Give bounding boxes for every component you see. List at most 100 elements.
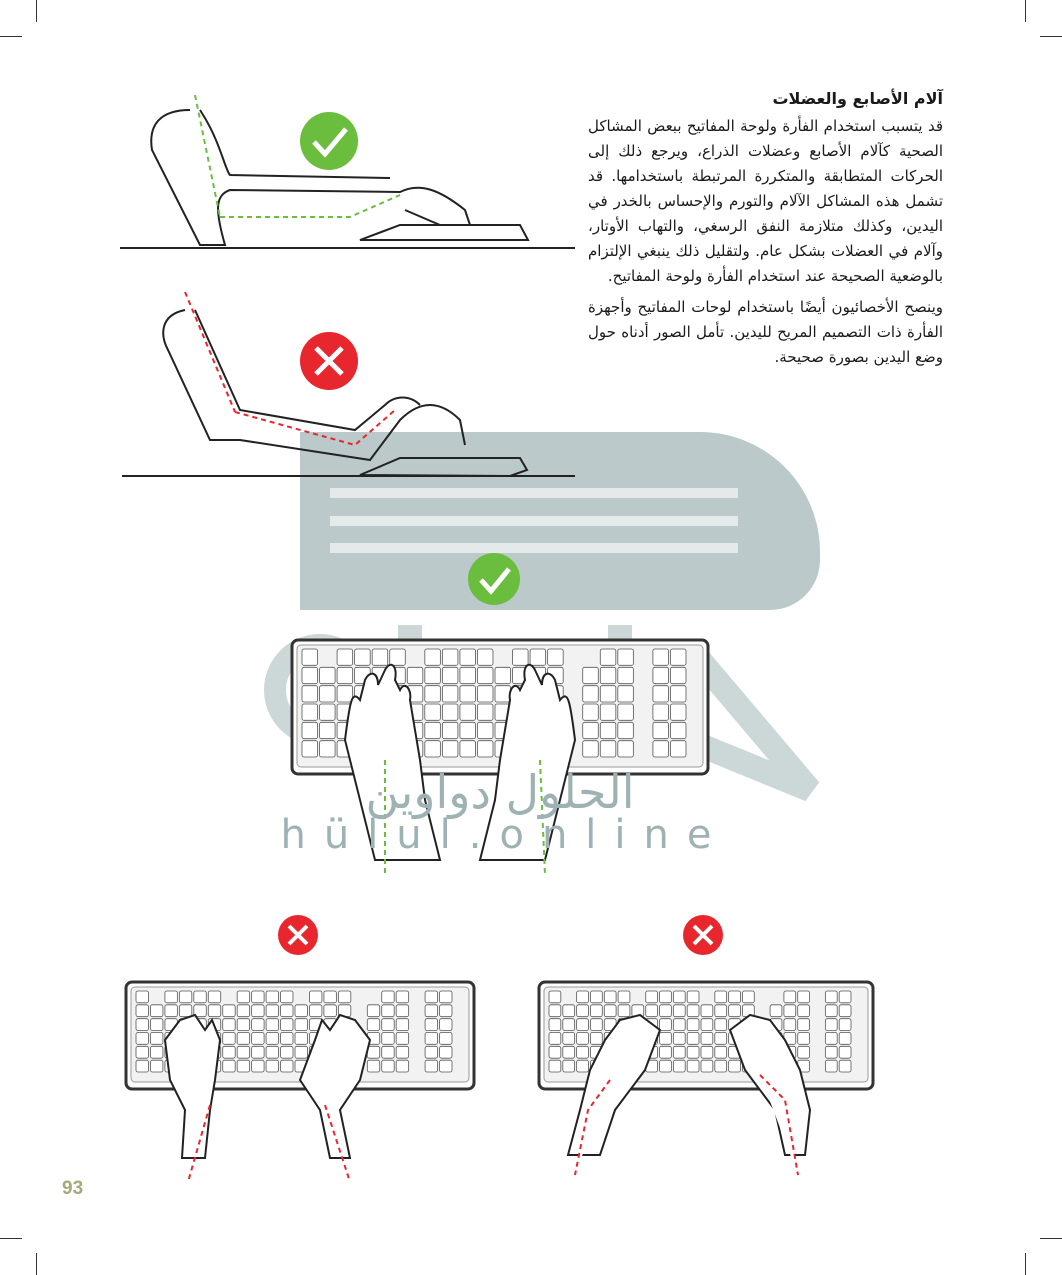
key bbox=[371, 648, 389, 666]
key bbox=[441, 740, 459, 758]
key bbox=[265, 1045, 279, 1059]
key bbox=[337, 990, 352, 1004]
check-icon bbox=[468, 553, 520, 605]
key bbox=[824, 1045, 838, 1059]
key bbox=[395, 1004, 410, 1018]
watermark-arabic: الحلول دواوين bbox=[365, 765, 634, 820]
key bbox=[150, 1032, 164, 1045]
key bbox=[714, 1032, 728, 1045]
key bbox=[193, 1004, 207, 1018]
key bbox=[301, 740, 318, 758]
key bbox=[700, 1004, 714, 1018]
key bbox=[659, 1004, 672, 1018]
key bbox=[459, 740, 476, 758]
crop-mark bbox=[1025, 1253, 1026, 1275]
key bbox=[424, 1059, 438, 1073]
key bbox=[381, 1018, 395, 1031]
key bbox=[236, 1059, 251, 1073]
key bbox=[617, 648, 634, 666]
key bbox=[652, 703, 669, 721]
key bbox=[548, 1018, 562, 1031]
key bbox=[395, 1032, 410, 1045]
key bbox=[424, 1004, 438, 1018]
crop-mark bbox=[1040, 1238, 1062, 1239]
key bbox=[424, 990, 438, 1004]
key bbox=[424, 666, 441, 685]
key bbox=[728, 1004, 741, 1018]
key bbox=[135, 1018, 149, 1031]
key bbox=[838, 1059, 852, 1073]
key bbox=[395, 990, 410, 1004]
key bbox=[477, 740, 494, 758]
key bbox=[659, 1032, 672, 1045]
key bbox=[700, 1045, 714, 1059]
key bbox=[652, 666, 669, 685]
key bbox=[265, 990, 279, 1004]
key bbox=[424, 685, 441, 703]
key bbox=[645, 1004, 658, 1018]
key bbox=[714, 1059, 728, 1073]
key bbox=[797, 1018, 810, 1031]
hands-incorrect-left bbox=[163, 1013, 372, 1183]
key bbox=[576, 1032, 589, 1045]
key bbox=[150, 1059, 164, 1073]
key bbox=[222, 1045, 236, 1059]
key bbox=[309, 1004, 323, 1018]
key bbox=[576, 990, 589, 1004]
key bbox=[562, 1004, 576, 1018]
key bbox=[301, 648, 318, 666]
key bbox=[319, 685, 336, 703]
key bbox=[135, 990, 149, 1004]
key bbox=[477, 666, 494, 685]
key bbox=[599, 666, 617, 685]
key bbox=[280, 1032, 294, 1045]
key bbox=[381, 1045, 395, 1059]
key bbox=[395, 1018, 410, 1031]
key bbox=[236, 1032, 251, 1045]
key bbox=[150, 1045, 164, 1059]
key bbox=[265, 1059, 279, 1073]
key bbox=[251, 1004, 265, 1018]
x-icon bbox=[278, 915, 318, 955]
key bbox=[659, 990, 672, 1004]
key bbox=[459, 703, 476, 721]
key bbox=[797, 1045, 810, 1059]
key bbox=[265, 1018, 279, 1031]
key bbox=[336, 666, 354, 685]
key bbox=[280, 1018, 294, 1031]
article-text: آلام الأصابع والعضلات قد يتسبب استخدام ا… bbox=[588, 86, 943, 376]
key bbox=[441, 703, 459, 721]
key bbox=[222, 1032, 236, 1045]
key bbox=[797, 1004, 810, 1018]
key bbox=[294, 1045, 308, 1059]
key bbox=[301, 703, 318, 721]
key bbox=[672, 1018, 686, 1031]
key bbox=[207, 990, 222, 1004]
key bbox=[477, 685, 494, 703]
key bbox=[512, 648, 529, 666]
key bbox=[576, 1004, 589, 1018]
key bbox=[824, 1059, 838, 1073]
figure-side-correct bbox=[120, 94, 575, 249]
key bbox=[672, 1045, 686, 1059]
key bbox=[354, 648, 371, 666]
key bbox=[366, 1045, 381, 1059]
key bbox=[424, 740, 441, 758]
key bbox=[395, 1059, 410, 1073]
key bbox=[236, 990, 251, 1004]
key bbox=[424, 648, 441, 666]
key bbox=[714, 1004, 728, 1018]
key bbox=[838, 1032, 852, 1045]
watermark-latin: hülul.online bbox=[280, 812, 729, 858]
crop-mark bbox=[36, 0, 37, 22]
key bbox=[562, 1018, 576, 1031]
key bbox=[617, 1004, 631, 1018]
key bbox=[714, 1045, 728, 1059]
key bbox=[562, 1032, 576, 1045]
key bbox=[150, 1018, 164, 1031]
key bbox=[236, 1004, 251, 1018]
key bbox=[582, 740, 599, 758]
key bbox=[336, 685, 354, 703]
key bbox=[439, 1045, 453, 1059]
